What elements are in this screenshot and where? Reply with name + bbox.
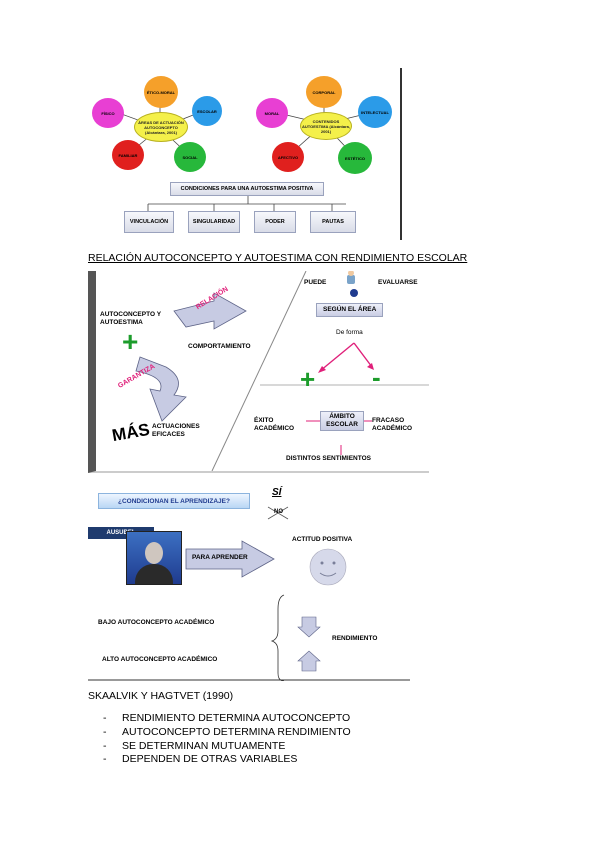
section-title: RELACIÓN AUTOCONCEPTO Y AUTOESTIMA CON R…: [88, 252, 468, 264]
garantiza-arrow: [135, 356, 187, 422]
moral-bubble: MORAL: [256, 98, 288, 128]
down-arrow-icon: [297, 616, 321, 638]
fracaso-label: FRACASO ACADÉMICO: [372, 417, 413, 432]
para-aprender-label: PARA APRENDER: [192, 554, 248, 561]
learning-figure-graphics: [88, 506, 410, 681]
alto-autoconcepto-label: ALTO AUTOCONCEPTO ACADÉMICO: [102, 656, 218, 663]
actitud-positiva-label: ACTITUD POSITIVA: [292, 536, 353, 543]
ausubel-photo: [126, 531, 182, 585]
autoconcepto-label: AUTOCONCEPTO Y AUTOESTIMA: [100, 311, 161, 326]
sentimientos-label: DISTINTOS SENTIMIENTOS: [286, 455, 371, 462]
reference-heading: SKAALVIK Y HAGTVET (1990): [88, 690, 234, 702]
list-item: AUTOCONCEPTO DETERMINA RENDIMIENTO: [103, 726, 351, 740]
smiley-face-icon: [309, 548, 347, 586]
portrait-face-icon: [145, 542, 163, 564]
condition-poder: PODER: [254, 211, 296, 233]
escolar-bubble: ESCOLAR: [192, 96, 222, 126]
relation-diagram-graphics: [135, 271, 429, 471]
arrow-to-plus: [319, 342, 355, 372]
findings-list: RENDIMIENTO DETERMINA AUTOCONCEPTO AUTOC…: [103, 712, 351, 767]
list-item: DEPENDEN DE OTRAS VARIABLES: [103, 753, 351, 767]
learning-figure: ¿CONDICIONAN EL APRENDIZAJE? SÍ NO AUSUB…: [88, 485, 410, 681]
comportamiento-label: COMPORTAMIENTO: [188, 343, 251, 350]
actuaciones-label: ACTUACIONES EFICACES: [152, 423, 200, 438]
up-arrow-icon: [297, 650, 321, 672]
puede-label: PUEDE: [304, 279, 327, 286]
social-bubble: SOCIAL: [174, 142, 206, 172]
no-label: NO: [274, 509, 283, 515]
evaluarse-label: EVALUARSE: [378, 279, 418, 286]
conditions-title-box: CONDICIONES PARA UNA AUTOESTIMA POSITIVA: [170, 182, 324, 196]
afectivo-bubble: AFECTIVO: [272, 142, 304, 172]
relation-diagram: AUTOCONCEPTO Y AUTOESTIMA RELACIÓN + COM…: [88, 271, 429, 473]
plus-sign: +: [122, 326, 139, 357]
diagonal-divider: [211, 271, 307, 471]
condition-vinculacion: VINCULACIÓN: [124, 211, 174, 233]
plus-sign-right: +: [300, 364, 316, 394]
ambito-box: ÁMBITO ESCOLAR: [320, 411, 364, 431]
minus-sign: -: [372, 362, 381, 392]
contenidos-autoestima-center: CONTENIDOS AUTOESTIMA (Alcántara, 2001): [300, 112, 352, 140]
areas-actuacion-center: ÁREAS DE ACTUACIÓN AUTOCONCEPTO (Alcánta…: [134, 112, 188, 142]
concept-maps-figure: ÉTICO-MORAL FÍSICO ESCOLAR FAMILIAR SOCI…: [88, 68, 402, 240]
child-figure-icon: [347, 275, 355, 284]
bajo-autoconcepto-label: BAJO AUTOCONCEPTO ACADÉMICO: [98, 619, 215, 626]
intelectual-bubble: INTELECTUAL: [358, 96, 392, 128]
rendimiento-label: RENDIMIENTO: [332, 635, 378, 642]
arrow-to-minus: [353, 342, 373, 368]
question-box: ¿CONDICIONAN EL APRENDIZAJE?: [98, 493, 250, 509]
condition-pautas: PAUTAS: [310, 211, 356, 233]
familiar-bubble: FAMILIAR: [112, 140, 144, 170]
corporal-bubble: CORPORAL: [306, 76, 342, 108]
estetico-bubble: ESTÉTICO: [338, 142, 372, 174]
etico-moral-bubble: ÉTICO-MORAL: [144, 76, 178, 108]
de-forma-label: De forma: [336, 329, 363, 336]
list-item: RENDIMIENTO DETERMINA AUTOCONCEPTO: [103, 712, 351, 726]
brace: [270, 594, 285, 681]
exito-label: ÉXITO ACADÉMICO: [254, 417, 295, 432]
condition-singularidad: SINGULARIDAD: [188, 211, 240, 233]
para-aprender-arrow: [185, 540, 275, 578]
si-label: SÍ: [272, 487, 282, 498]
relacion-arrow: [173, 292, 247, 330]
segun-area-box: SEGÚN EL ÁREA: [316, 303, 384, 317]
list-item: SE DETERMINAN MUTUAMENTE: [103, 740, 351, 754]
fisico-bubble: FÍSICO: [92, 98, 124, 128]
